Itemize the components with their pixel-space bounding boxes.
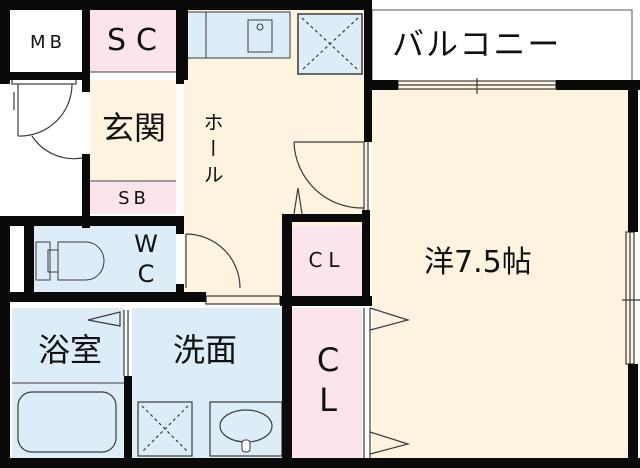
bathroom-label: 浴室 — [37, 331, 102, 369]
western-room-label: 洋7.5帖 — [424, 245, 532, 280]
hall-label: ホール — [200, 112, 224, 190]
bathtub-icon — [17, 391, 117, 453]
genkan-label: 玄関 — [101, 109, 166, 147]
wc-label-w: W — [134, 230, 158, 258]
sink — [247, 19, 273, 53]
sc-area — [90, 10, 176, 72]
balcony-area — [371, 9, 633, 83]
washing-machine-space — [137, 401, 193, 457]
cl-small-area — [292, 226, 362, 296]
balcony-label: バルコニー — [392, 25, 562, 63]
toilet-icon — [35, 241, 105, 281]
mb-label: MB — [30, 32, 66, 53]
sc-label: SC — [107, 23, 167, 58]
wc-label-c: C — [137, 260, 155, 288]
washroom-area — [132, 308, 284, 458]
mb-area — [10, 10, 82, 74]
washroom-label: 洗面 — [172, 331, 237, 369]
western-room-floor — [372, 86, 630, 458]
genkan-area — [90, 80, 176, 180]
fixtures — [12, 241, 283, 457]
kitchen-counter — [185, 11, 291, 59]
cl-small-label: CL — [308, 248, 346, 272]
cl-large-area — [292, 308, 362, 458]
sb-label: SB — [118, 188, 150, 209]
sb-area — [90, 182, 176, 214]
cl-large-label-c: C — [316, 341, 340, 379]
cl-large-label-l: L — [319, 381, 337, 419]
